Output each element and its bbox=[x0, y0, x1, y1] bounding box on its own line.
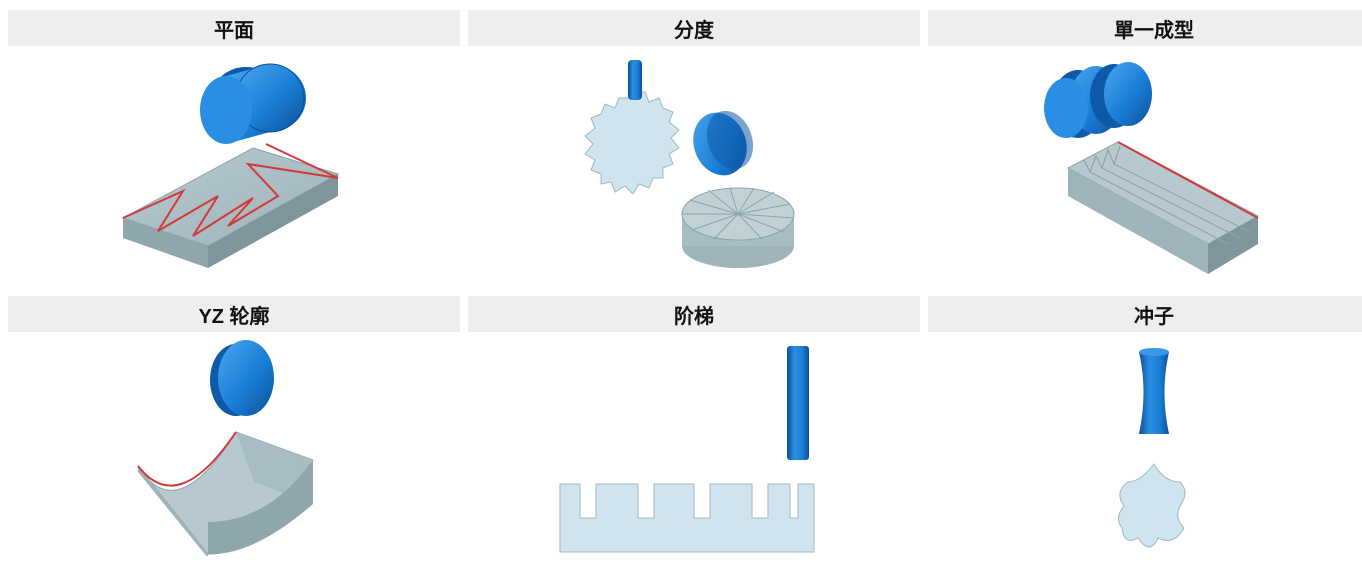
indexing-grinding-illustration bbox=[468, 46, 920, 278]
punch-grinding-illustration bbox=[928, 332, 1362, 556]
panel-title: 單一成型 bbox=[928, 10, 1362, 46]
panel-indexing: 分度 bbox=[468, 0, 920, 278]
panel-title: 冲子 bbox=[928, 296, 1362, 332]
plane-grinding-illustration bbox=[8, 46, 460, 278]
single-form-grinding-illustration bbox=[928, 46, 1362, 278]
panel-plane: 平面 bbox=[8, 0, 460, 278]
step-grinding-illustration bbox=[468, 332, 920, 556]
yz-contour-grinding-illustration bbox=[8, 332, 460, 556]
panel-yz-contour: YZ 轮廓 bbox=[8, 296, 460, 574]
grinding-modes-grid: 平面 分度 bbox=[8, 0, 1362, 556]
panel-title: YZ 轮廓 bbox=[8, 296, 460, 332]
panel-title: 阶梯 bbox=[468, 296, 920, 332]
panel-punch: 冲子 bbox=[928, 296, 1362, 574]
panel-title: 平面 bbox=[8, 10, 460, 46]
panel-title: 分度 bbox=[468, 10, 920, 46]
panel-step: 阶梯 bbox=[468, 296, 920, 574]
panel-single-form: 單一成型 bbox=[928, 0, 1362, 278]
